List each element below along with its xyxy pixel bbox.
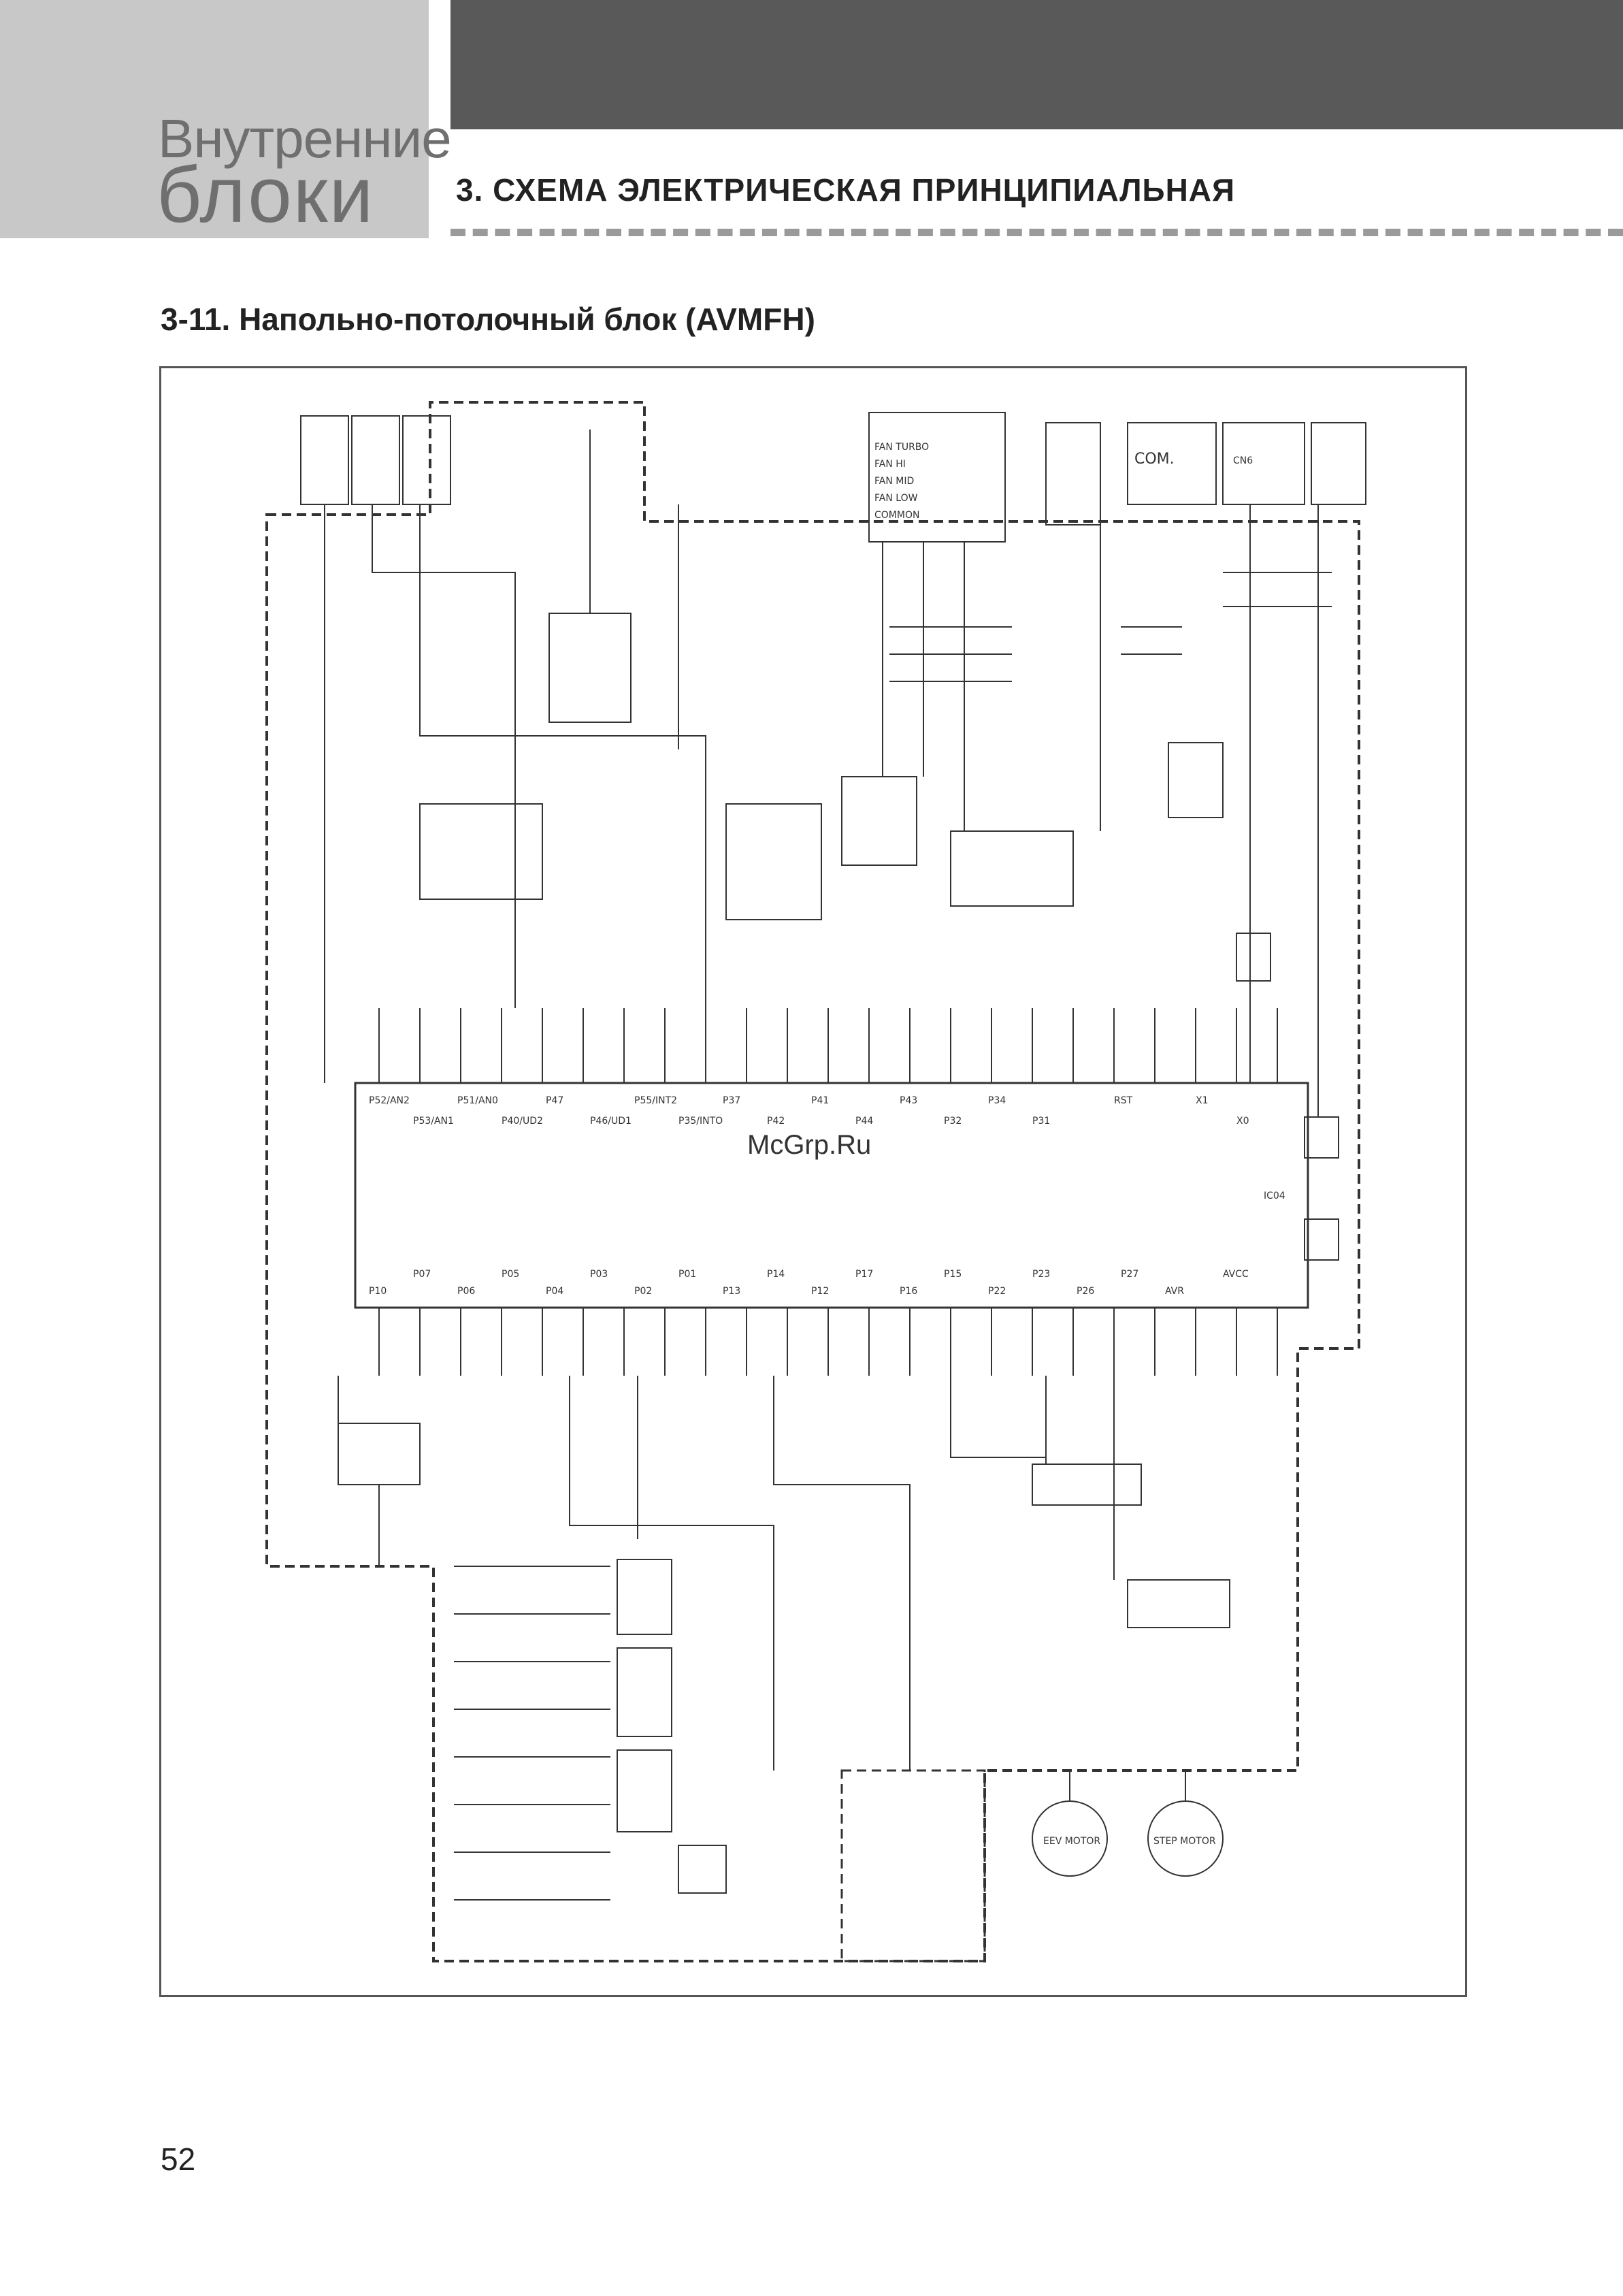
chapter-title: 3. СХЕМА ЭЛЕКТРИЧЕСКАЯ ПРИНЦИПИАЛЬНАЯ bbox=[456, 172, 1236, 208]
header-bar bbox=[450, 0, 1623, 129]
mcu-pin-label: X0 bbox=[1236, 1116, 1249, 1127]
mcu-pin-label: P02 bbox=[634, 1286, 652, 1297]
fan-terminal-label: FAN MID bbox=[874, 476, 914, 487]
page-number: 52 bbox=[161, 2141, 196, 2177]
mcu-pin-label: P47 bbox=[546, 1095, 563, 1106]
step-motor-label: STEP MOTOR bbox=[1153, 1836, 1216, 1847]
mcu-pin-label: P53/AN1 bbox=[413, 1116, 454, 1127]
mcu-top-pin-labels: P52/AN2 P53/AN1 P51/AN0 P40/UD2 P47 P46/… bbox=[369, 1095, 1249, 1127]
mcu-pin-label: AVR bbox=[1165, 1286, 1184, 1297]
fan-terminal-label: FAN LOW bbox=[874, 493, 918, 504]
mcu-pin-label: P12 bbox=[811, 1286, 829, 1297]
mcu-pin-label: P15 bbox=[944, 1269, 962, 1280]
mcu-pin-label: P52/AN2 bbox=[369, 1095, 410, 1106]
mcu-pin-label: P04 bbox=[546, 1286, 563, 1297]
mcu-pin-label: P17 bbox=[855, 1269, 873, 1280]
mcu-pin-label: P35/INTO bbox=[678, 1116, 723, 1127]
watermark: McGrp.Ru bbox=[747, 1130, 872, 1160]
section-header-block bbox=[0, 0, 429, 238]
relay-cn-label: CN6 bbox=[1233, 455, 1253, 466]
fan-terminal-label: FAN TURBO bbox=[874, 442, 929, 453]
section-title-line2: блоки bbox=[157, 150, 375, 239]
mcu-pin-label: P55/INT2 bbox=[634, 1095, 677, 1106]
mcu-bottom-pin-labels: P10 P07 P06 P05 P04 P03 P02 P01 P13 P14 … bbox=[369, 1269, 1249, 1297]
mcu-pin-label: P43 bbox=[900, 1095, 917, 1106]
mcu-pin-label: P23 bbox=[1032, 1269, 1050, 1280]
mcu-pin-label: P44 bbox=[855, 1116, 873, 1127]
mcu-pin-label: P42 bbox=[767, 1116, 785, 1127]
fan-terminal-label: FAN HI bbox=[874, 459, 906, 470]
mcu-pin-label: P01 bbox=[678, 1269, 696, 1280]
schematic-frame: FAN TURBO FAN HI FAN MID FAN LOW COMMON … bbox=[159, 366, 1467, 1997]
mcu-pin-label: P31 bbox=[1032, 1116, 1050, 1127]
mcu-pin-label: P41 bbox=[811, 1095, 829, 1106]
mcu-pin-label: P32 bbox=[944, 1116, 962, 1127]
mcu-pin-label: P10 bbox=[369, 1286, 387, 1297]
mcu-pin-label: P14 bbox=[767, 1269, 785, 1280]
mcu-pin-label: AVCC bbox=[1223, 1269, 1249, 1280]
eev-motor-label: EEV MOTOR bbox=[1043, 1836, 1100, 1847]
relay-com-label: COM. bbox=[1134, 451, 1175, 468]
mcu-pin-label: X1 bbox=[1196, 1095, 1209, 1106]
mcu-label: IC04 bbox=[1264, 1191, 1285, 1201]
mcu-pin-label: P06 bbox=[457, 1286, 475, 1297]
mcu-pin-label: P22 bbox=[988, 1286, 1006, 1297]
mcu-pin-label: P13 bbox=[723, 1286, 740, 1297]
mcu-pin-label: P37 bbox=[723, 1095, 740, 1106]
mcu-pin-label: P51/AN0 bbox=[457, 1095, 498, 1106]
mcu-pin-label: P40/UD2 bbox=[502, 1116, 543, 1127]
mcu-pin-label: P03 bbox=[590, 1269, 608, 1280]
mcu-pin-label: P26 bbox=[1077, 1286, 1094, 1297]
mcu-pin-label: RST bbox=[1114, 1095, 1133, 1106]
mcu-pin-label: P27 bbox=[1121, 1269, 1138, 1280]
mcu-pin-label: P16 bbox=[900, 1286, 917, 1297]
section-title-line1: Внутренние bbox=[158, 108, 452, 169]
fan-terminal-label: COMMON bbox=[874, 510, 919, 521]
mcu-pin-label: P05 bbox=[502, 1269, 519, 1280]
schematic-diagram: FAN TURBO FAN HI FAN MID FAN LOW COMMON … bbox=[265, 401, 1366, 1962]
subsection-title: 3-11. Напольно-потолочный блок (AVMFH) bbox=[161, 302, 815, 337]
header-divider bbox=[450, 229, 1623, 236]
mcu-pin-label: P34 bbox=[988, 1095, 1006, 1106]
mcu-pin-label: P07 bbox=[413, 1269, 431, 1280]
mcu-pin-label: P46/UD1 bbox=[590, 1116, 632, 1127]
